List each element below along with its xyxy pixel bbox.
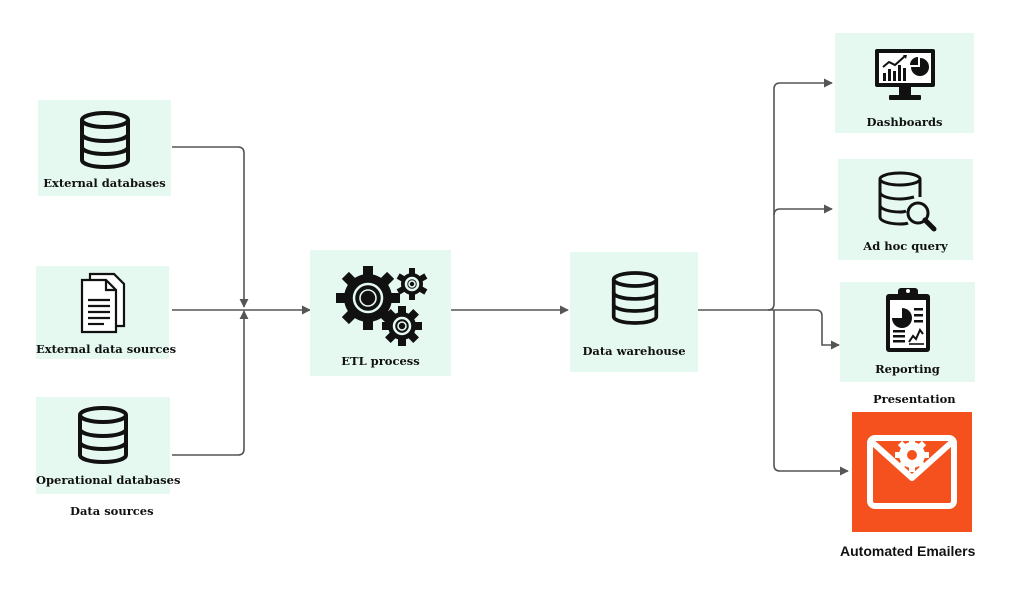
reporting-label: Reporting xyxy=(875,362,940,376)
automated-emailers-label: Automated Emailers xyxy=(840,543,976,559)
clipboard-report-icon xyxy=(886,288,930,352)
connector-to-emailers xyxy=(773,310,849,476)
automated-emailers-tile[interactable] xyxy=(852,412,972,532)
external-databases-box[interactable]: External databases xyxy=(38,100,171,196)
adhoc-query-label: Ad hoc query xyxy=(863,239,948,253)
adhoc-query-box[interactable]: Ad hoc query xyxy=(838,159,973,260)
database-icon xyxy=(80,111,130,170)
reporting-box[interactable]: Reporting xyxy=(840,282,975,382)
connector-to-adhoc xyxy=(773,204,833,216)
connector-operational-databases xyxy=(172,310,249,456)
presentation-caption: Presentation xyxy=(873,392,956,406)
external-data-sources-label: External data sources xyxy=(36,342,177,356)
gears-icon xyxy=(336,266,428,346)
dashboard-monitor-icon xyxy=(875,49,935,100)
database-icon xyxy=(78,406,128,465)
data-warehouse-label: Data warehouse xyxy=(582,344,686,358)
dashboards-box[interactable]: Dashboards xyxy=(835,33,974,133)
connector-external-databases xyxy=(172,146,249,308)
etl-process-label: ETL process xyxy=(341,354,420,368)
dashboards-label: Dashboards xyxy=(866,115,943,129)
documents-icon xyxy=(80,272,126,334)
external-data-sources-box[interactable]: External data sources xyxy=(36,266,177,359)
data-sources-caption: Data sources xyxy=(70,504,154,518)
database-icon xyxy=(611,271,659,325)
database-search-icon xyxy=(878,171,937,232)
operational-databases-label: Operational databases xyxy=(36,473,181,487)
operational-databases-box[interactable]: Operational databases xyxy=(36,397,181,494)
connector-to-dashboards xyxy=(767,78,833,311)
envelope-gear-icon xyxy=(867,435,957,509)
external-databases-label: External databases xyxy=(43,176,166,190)
connector-to-reporting xyxy=(768,309,840,350)
data-warehouse-box[interactable]: Data warehouse xyxy=(570,252,698,372)
etl-process-box[interactable]: ETL process xyxy=(310,250,451,376)
